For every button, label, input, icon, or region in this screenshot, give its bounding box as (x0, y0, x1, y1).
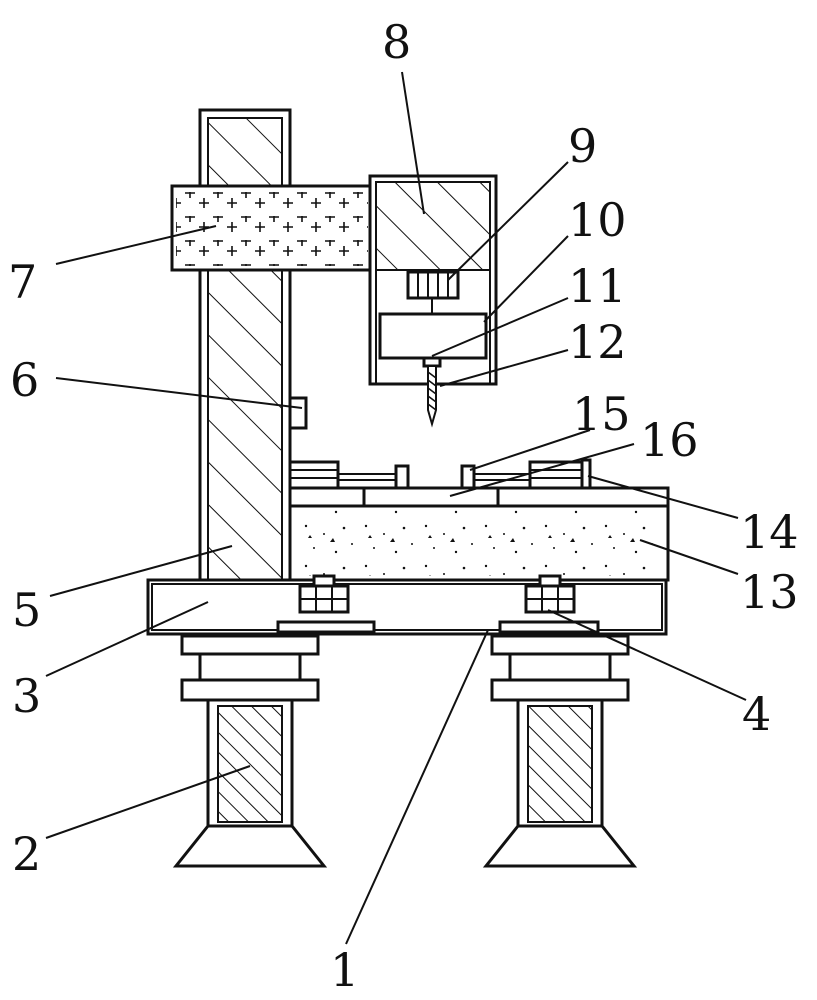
label-13: 13 (740, 565, 799, 619)
bolt-left (276, 574, 376, 634)
label-10: 10 (568, 193, 627, 247)
label-4: 4 (742, 687, 771, 741)
label-8: 8 (382, 15, 411, 69)
label-14: 14 (740, 505, 799, 559)
label-2: 2 (12, 827, 41, 881)
gear-coupling (406, 270, 460, 314)
leg-right (482, 634, 638, 868)
label-15: 15 (572, 387, 631, 441)
label-5: 5 (12, 583, 41, 637)
label-11: 11 (568, 259, 627, 313)
label-3: 3 (12, 669, 41, 723)
label-9: 9 (568, 119, 597, 173)
chuck (422, 356, 442, 368)
horizontal-arm (170, 184, 374, 272)
leader-lines (45, 71, 747, 945)
leg-left (172, 634, 328, 868)
label-6: 6 (10, 353, 39, 407)
label-16: 16 (640, 413, 699, 467)
label-12: 12 (568, 315, 627, 369)
work-table (288, 486, 670, 582)
label-1: 1 (330, 943, 359, 997)
part-labels: 8 9 10 11 12 7 6 15 16 14 13 5 3 4 2 1 (8, 15, 799, 997)
drill-head (368, 174, 498, 428)
clamp-assembly (288, 458, 592, 492)
label-7: 7 (8, 255, 37, 309)
chuck-plate (378, 312, 488, 360)
drill-bit (427, 365, 437, 428)
vertical-column (198, 108, 292, 582)
column-bracket (288, 396, 308, 430)
